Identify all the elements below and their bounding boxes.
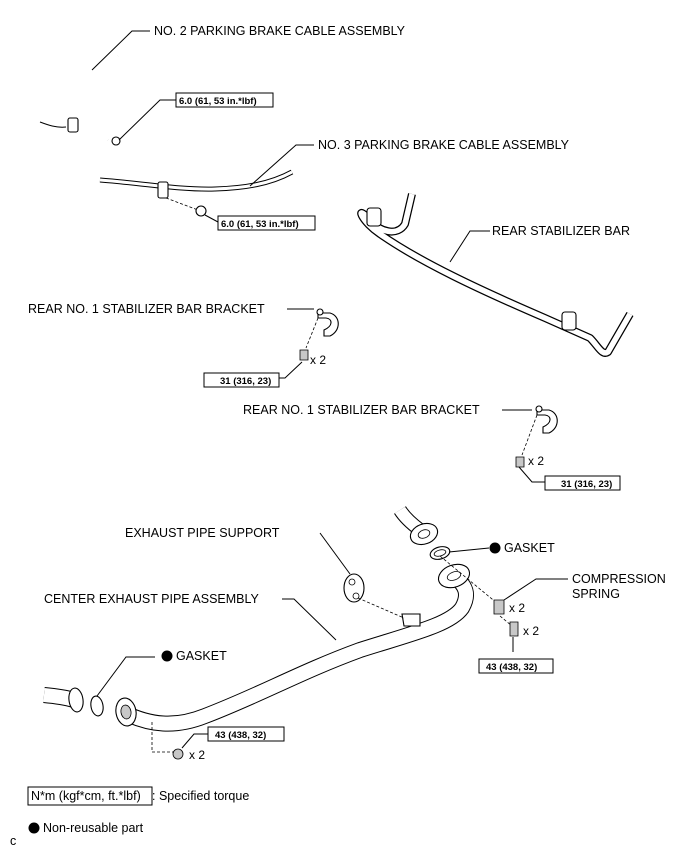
- leader-no2-torque: [118, 99, 176, 141]
- nonreusable-marker-lower: [161, 650, 173, 662]
- label-compression-spring-1: COMPRESSION: [572, 572, 666, 586]
- label-bracket-1: REAR NO. 1 STABILIZER BAR BRACKET: [28, 302, 265, 316]
- label-compression-spring-2: SPRING: [572, 587, 620, 601]
- torque-no2-cable: 6.0 (61, 53 in.*lbf): [179, 96, 257, 107]
- footer-code: c: [10, 834, 16, 848]
- leader-exhaust-support: [319, 532, 351, 575]
- label-no3-cable: NO. 3 PARKING BRAKE CABLE ASSEMBLY: [318, 138, 570, 152]
- label-gasket-lower: GASKET: [176, 649, 227, 663]
- label-no2-cable: NO. 2 PARKING BRAKE CABLE ASSEMBLY: [154, 24, 406, 38]
- leader-center-exhaust: [282, 598, 337, 641]
- label-center-exhaust: CENTER EXHAUST PIPE ASSEMBLY: [44, 592, 260, 606]
- qty-bracket-1-bolt: x 2: [310, 353, 326, 367]
- qty-lower-nut: x 2: [189, 748, 205, 762]
- torque-box-exhaust-lower: [207, 726, 285, 742]
- legend-torque-text: : Specified torque: [152, 789, 249, 803]
- leader-no2-cable: [91, 30, 150, 71]
- leader-gasket-lower: [96, 656, 155, 697]
- leader-no3-cable: [249, 144, 314, 187]
- legend-torque-box: [27, 786, 153, 806]
- qty-spring: x 2: [509, 601, 525, 615]
- qty-upper-bolt: x 2: [523, 624, 539, 638]
- label-gasket-upper: GASKET: [504, 541, 555, 555]
- nonreusable-marker-upper: [489, 542, 501, 554]
- torque-box-bracket-1: [203, 372, 280, 388]
- bracket-1-drawing: [299, 308, 339, 361]
- torque-bracket-2: 31 (316, 23): [561, 479, 612, 490]
- no2-parking-brake-cable-drawing: [39, 54, 121, 146]
- torque-bracket-1: 31 (316, 23): [220, 376, 271, 387]
- torque-box-bracket-2: [544, 475, 621, 491]
- qty-bracket-2-bolt: x 2: [528, 454, 544, 468]
- no3-parking-brake-cable-drawing: [99, 169, 294, 217]
- legend-torque-box-text: N*m (kgf*cm, ft.*lbf): [31, 789, 141, 803]
- leader-exhaust-lower-torque: [181, 733, 208, 749]
- torque-box-exhaust-upper: [478, 658, 554, 674]
- legend-nonreusable-text: Non-reusable part: [43, 821, 144, 835]
- leader-no3-torque: [204, 214, 219, 223]
- leader-compression-spring: [503, 578, 568, 601]
- legend-nonreusable-marker: [28, 822, 40, 834]
- leader-bracket-1-torque: [279, 361, 303, 379]
- bracket-2-drawing: [515, 405, 558, 468]
- rear-stabilizer-bar-drawing: [357, 193, 634, 357]
- leader-gasket-upper: [448, 547, 490, 553]
- torque-box-no3-cable: [217, 215, 316, 231]
- center-exhaust-pipe-drawing: [43, 506, 519, 760]
- torque-box-no2-cable: [175, 92, 274, 108]
- leader-bracket-2-torque: [518, 466, 545, 483]
- torque-no3-cable: 6.0 (61, 53 in.*lbf): [221, 219, 299, 230]
- torque-exhaust-upper: 43 (438, 32): [486, 662, 537, 673]
- label-exhaust-support: EXHAUST PIPE SUPPORT: [125, 526, 280, 540]
- label-bracket-2: REAR NO. 1 STABILIZER BAR BRACKET: [243, 403, 480, 417]
- torque-exhaust-lower: 43 (438, 32): [215, 730, 266, 741]
- leader-stabilizer-bar: [449, 230, 490, 263]
- label-rear-stabilizer-bar: REAR STABILIZER BAR: [492, 224, 630, 238]
